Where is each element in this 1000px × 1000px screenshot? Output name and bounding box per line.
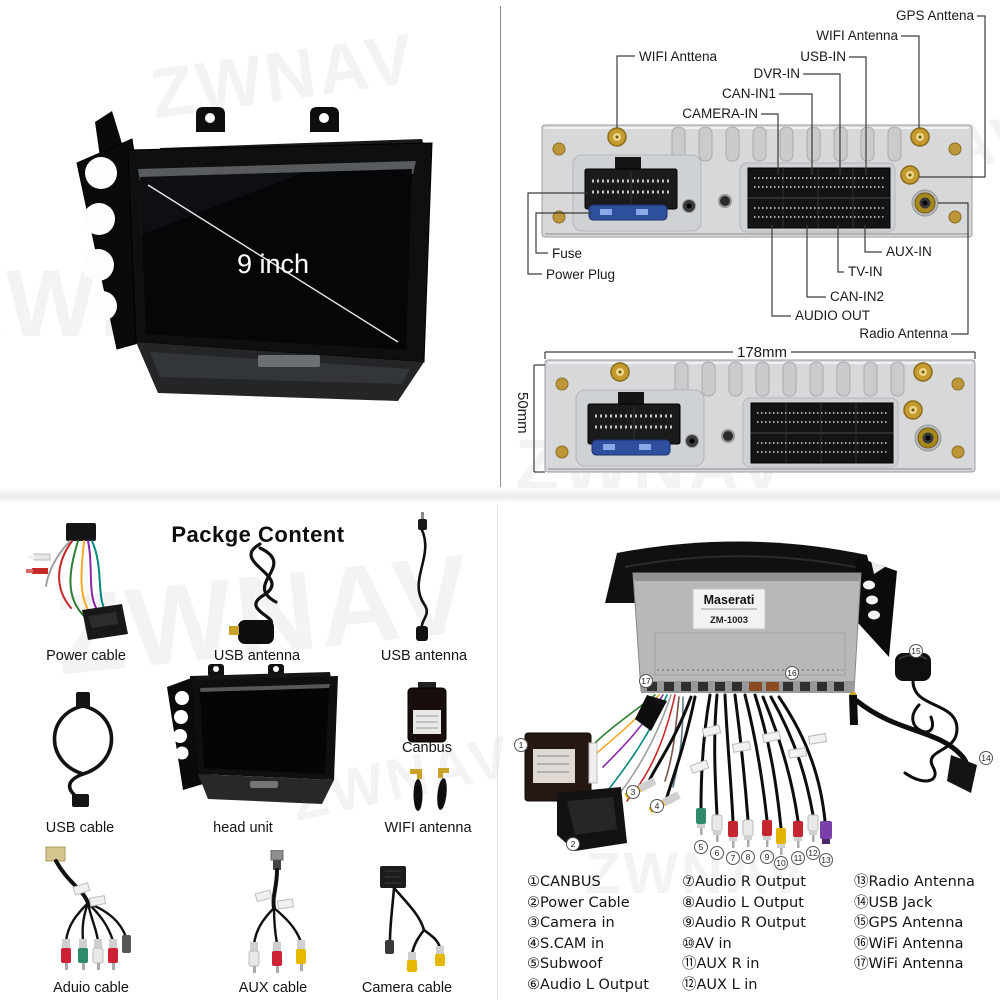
- rear-panel-labeled: [540, 123, 974, 239]
- label-dvr-in: DVR-IN: [754, 66, 801, 81]
- wifi-antenna-icon: [410, 768, 449, 811]
- legend-item: ⑰WiFi Antenna: [854, 956, 964, 972]
- wifi-antenna-paddle: [635, 695, 667, 731]
- vertical-divider-bottom: [497, 505, 498, 1000]
- label-wifi-antenna-left: WIFI Anttena: [639, 49, 718, 64]
- svg-text:15: 15: [911, 646, 921, 656]
- svg-text:5: 5: [699, 842, 704, 852]
- label-power-plug: Power Plug: [546, 267, 615, 282]
- item-label-usb-antenna2: USB antenna: [380, 648, 468, 664]
- svg-text:3: 3: [631, 787, 636, 797]
- radio-antenna-connector: [947, 755, 977, 793]
- horizontal-divider: [0, 488, 1000, 503]
- wiring-head-unit: Maserati ZM-1003: [605, 541, 897, 731]
- dimension-height-label: 50mm: [514, 392, 531, 434]
- label-aux-in: AUX-IN: [886, 244, 932, 259]
- svg-text:13: 13: [821, 855, 831, 865]
- screen: [140, 169, 412, 350]
- svg-text:2: 2: [571, 839, 576, 849]
- wiring-legend-col3: ⑬Radio Antenna ⑭USB Jack ⑮GPS Antenna ⑯W…: [854, 872, 975, 975]
- head-unit-front: 9 inch: [76, 107, 433, 401]
- svg-text:9: 9: [765, 852, 770, 862]
- legend-item: ⑫AUX L in: [682, 976, 758, 993]
- svg-text:7: 7: [731, 853, 736, 863]
- legend-item: ⑭USB Jack: [854, 894, 933, 911]
- dimension-lines: [533, 351, 976, 473]
- rear-panel-dimensioned: [543, 358, 977, 474]
- label-usb-in: USB-IN: [800, 49, 846, 64]
- power-plug-block: [557, 787, 627, 851]
- legend-item: ②Power Cable: [527, 894, 630, 911]
- label-tv-in: TV-IN: [848, 264, 883, 279]
- legend-item: ③Camera in: [527, 915, 615, 931]
- item-label-camera-cable: Camera cable: [361, 980, 453, 996]
- legend-item: ⑤Subwoof: [527, 956, 603, 972]
- diagonal-measure-line: [147, 184, 399, 343]
- wiring-legend-col2: ⑦Audio R Output ⑧Audio L Output ⑨Audio R…: [682, 872, 806, 995]
- camera-cable-icon: [380, 866, 445, 972]
- legend-item: ⑥Audio L Output: [527, 976, 649, 993]
- wiring-legend-col1: ①CANBUS ②Power Cable ③Camera in ④S.CAM i…: [527, 872, 649, 995]
- usb-cable-icon: [52, 692, 114, 807]
- item-label-head-unit: head unit: [213, 820, 273, 836]
- head-unit-mini-icon: [167, 664, 338, 804]
- item-label-usb-antenna1: USB antenna: [213, 648, 301, 664]
- cable-tags: [689, 724, 828, 775]
- usb-antenna-plug-icon: [416, 512, 429, 641]
- item-label-wifi-antenna: WIFI antenna: [384, 820, 472, 836]
- canbus-icon: [407, 682, 447, 743]
- svg-text:10: 10: [776, 858, 786, 868]
- svg-text:12: 12: [808, 848, 818, 858]
- legend-item: ⑩AV in: [682, 935, 732, 952]
- wiring-diagram-illustration: Maserati ZM-1003: [514, 541, 993, 870]
- legend-item: ⑪AUX R in: [682, 956, 760, 972]
- item-label-power-cable: Power cable: [46, 648, 126, 664]
- legend-item: ⑮GPS Antenna: [854, 915, 964, 931]
- svg-text:1: 1: [519, 740, 524, 750]
- usb-antenna-puck-icon: [229, 542, 278, 644]
- package-content-title: Packge Content: [171, 522, 345, 547]
- vertical-divider: [500, 6, 501, 487]
- rca-plug-row: [696, 808, 832, 855]
- audio-cable-icon: [45, 846, 131, 970]
- screen-size-label: 9 inch: [237, 249, 309, 279]
- label-wifi-antenna-right: WIFI Antenna: [816, 28, 898, 43]
- item-label-usb-cable: USB cable: [45, 820, 115, 836]
- rear-view-diagram: WIFI Anttena CAMERA-IN CAN-IN1 DVR-IN US…: [514, 8, 986, 474]
- legend-item: ⑯WiFi Antenna: [854, 935, 964, 952]
- svg-text:8: 8: [746, 852, 751, 862]
- sticker-model: ZM-1003: [710, 615, 748, 626]
- svg-text:4: 4: [655, 801, 660, 811]
- legend-item: ①CANBUS: [527, 874, 601, 890]
- dimension-width-label: 178mm: [737, 344, 787, 361]
- label-can-in2: CAN-IN2: [830, 289, 884, 304]
- svg-text:16: 16: [787, 668, 797, 678]
- rca-cables: [645, 693, 827, 830]
- sticker-brand: Maserati: [704, 593, 755, 607]
- legend-item: ⑦Audio R Output: [682, 874, 806, 890]
- svg-text:14: 14: [981, 753, 991, 763]
- legend-item: ⑨Audio R Output: [682, 915, 806, 931]
- aux-cable-icon: [248, 850, 306, 973]
- item-label-canbus: Canbus: [402, 740, 452, 756]
- front-view-illustration: 9 inch: [76, 107, 433, 401]
- label-audio-out: AUDIO OUT: [795, 308, 870, 323]
- item-label-audio-cable: Aduio cable: [53, 980, 129, 996]
- power-cable-icon: [26, 523, 128, 640]
- label-gps-antenna: GPS Anttena: [896, 8, 975, 23]
- item-label-aux-cable: AUX cable: [238, 980, 308, 996]
- label-radio-antenna: Radio Antenna: [859, 326, 948, 341]
- legend-item: ⑧Audio L Output: [682, 894, 804, 911]
- svg-text:17: 17: [641, 676, 651, 686]
- wifi-antenna-rod: [849, 695, 858, 725]
- label-can-in1: CAN-IN1: [722, 86, 776, 101]
- wiring-callouts: 1 2 3 4 5 6 7 8 9 10 11 12 13 14 15 16 1…: [514, 644, 993, 870]
- leader-lines: [527, 15, 986, 335]
- legend-item: ⑬Radio Antenna: [854, 874, 975, 890]
- label-camera-in: CAMERA-IN: [682, 106, 758, 121]
- label-fuse: Fuse: [552, 246, 582, 261]
- svg-text:6: 6: [715, 848, 720, 858]
- legend-item: ④S.CAM in: [527, 935, 605, 952]
- svg-text:11: 11: [794, 853, 803, 863]
